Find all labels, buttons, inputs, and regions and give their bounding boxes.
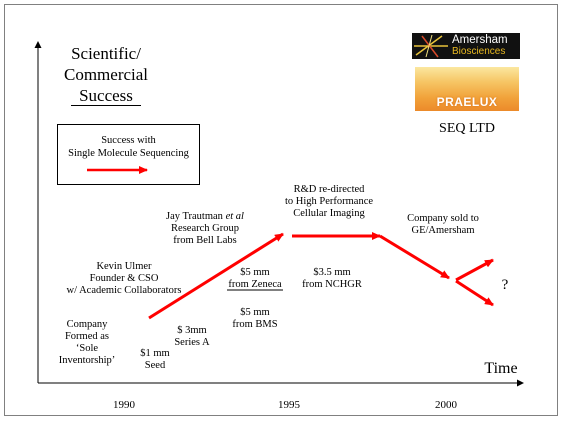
x-tick-1995: 1995 bbox=[278, 399, 300, 411]
praelux-logo: PRAELUX bbox=[415, 67, 519, 111]
sold-note: Company sold to GE/Amersham bbox=[407, 213, 479, 236]
bms-note: $5 mm from BMS bbox=[232, 307, 278, 330]
praelux-logo-text: PRAELUX bbox=[436, 95, 498, 109]
redirected-note: R&D re-directed to High Performance Cell… bbox=[284, 184, 374, 219]
legend-text-1: Success with bbox=[101, 135, 156, 146]
ulmer-note: Kevin Ulmer Founder & CSO w/ Academic Co… bbox=[66, 261, 182, 296]
trajectory-decline bbox=[379, 234, 450, 280]
amersham-logo-sub: Biosciences bbox=[452, 46, 506, 57]
legend-box: Success with Single Molecule Sequencing bbox=[57, 124, 200, 185]
company-formed-note: Company Formed as ‘Sole Inventorship’ bbox=[58, 319, 116, 366]
x-tick-2000: 2000 bbox=[435, 399, 457, 411]
question-mark: ? bbox=[501, 277, 509, 293]
x-tick-1990: 1990 bbox=[113, 399, 135, 411]
legend-text-2: Single Molecule Sequencing bbox=[68, 148, 189, 159]
seq-ltd-label: SEQ LTD bbox=[439, 121, 495, 136]
x-axis-label: Time bbox=[484, 360, 518, 377]
y-axis-label: Scientific/ Commercial Success bbox=[63, 44, 149, 106]
trajectory-rise bbox=[148, 232, 284, 320]
amersham-logo-main: Amersham bbox=[452, 34, 508, 46]
series-a-note: $ 3mm Series A bbox=[174, 325, 210, 348]
amersham-logo-icon bbox=[414, 34, 448, 58]
seed-note: $1 mm Seed bbox=[140, 348, 170, 371]
trajectory-up-branch bbox=[455, 258, 494, 282]
zeneca-note: $5 mm from Zeneca bbox=[228, 267, 282, 290]
y-axis-label-underlined: Success bbox=[71, 86, 141, 106]
amersham-logo: Amersham Biosciences bbox=[412, 33, 520, 59]
trautman-note: Jay Trautman et al Research Group from B… bbox=[166, 211, 244, 246]
slide-frame bbox=[4, 4, 558, 416]
trajectory-down-branch bbox=[455, 279, 494, 307]
nchgr-note: $3.5 mm from NCHGR bbox=[302, 267, 362, 290]
